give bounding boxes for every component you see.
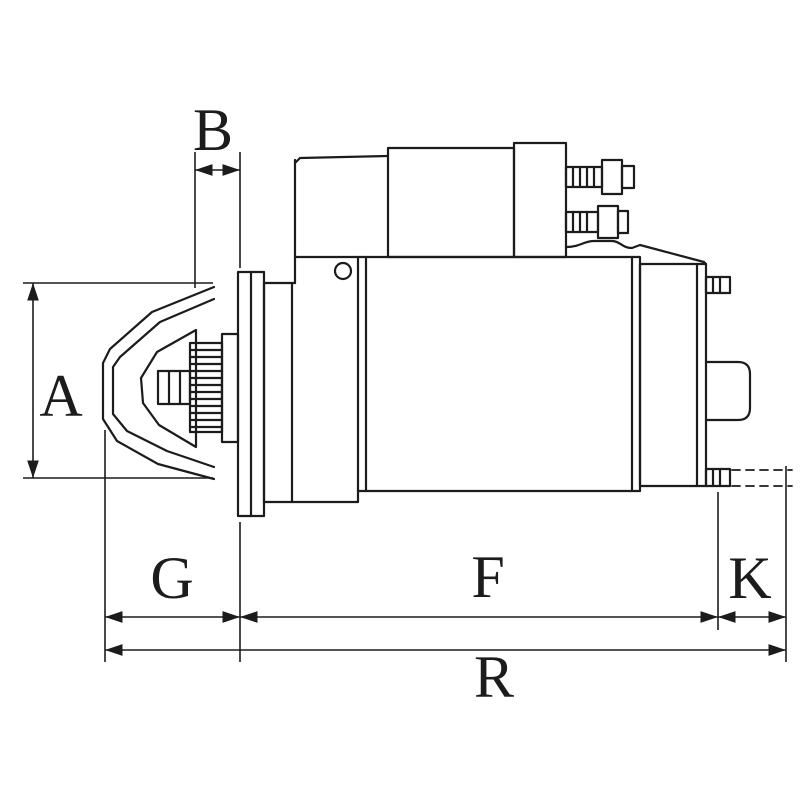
mounting-flange [236,270,294,518]
solenoid-terminals [564,158,708,266]
dim-label-b: B [193,97,233,163]
nose-outer-contour [101,285,216,481]
rear-end-cap [638,262,793,488]
front-bracket [290,158,360,504]
rear-stud-upper [704,275,732,295]
armature-shaft [156,369,192,406]
nose-window [139,328,198,449]
upper-housing-top-edge [293,154,390,165]
dim-label-r: R [474,644,514,710]
motor-drawing [101,141,793,518]
solenoid-cap [512,141,568,259]
terminal-lower-nut [596,204,620,240]
dim-label-k: K [728,545,771,611]
motor-body [293,255,642,493]
dim-label-g: G [150,545,193,611]
nose-inner-contour [111,297,216,469]
bracket-hole [333,261,353,281]
dim-label-f: F [471,544,504,610]
hidden-extension-dashes [731,469,793,487]
rear-stud-lower [704,467,732,488]
rear-stud-lower-hatch [711,467,722,488]
dim-label-a: A [39,363,82,429]
yoke-body [356,255,642,493]
rear-stud-upper-hatch [711,275,722,295]
pinion-collar [220,332,240,444]
end-cap-body [638,262,708,488]
bracket-bottom [290,489,360,504]
terminal-lower-tip [616,209,630,235]
dimension-labels: A B G F K R [39,97,771,710]
dimension-lines [23,152,787,662]
solenoid-bracket-curve [564,239,708,266]
terminal-upper-tip [620,164,636,190]
terminal-upper-shaft [564,165,604,189]
terminal-lower-shaft [564,210,600,234]
flange-step-block [262,281,294,504]
dimension-b [194,152,241,288]
terminal-lower-thread-hatch [571,210,589,234]
terminal-upper-thread-hatch [571,165,596,189]
pinion-gear [188,332,240,444]
pinion-teeth-hatch [188,348,224,429]
rear-bearing-boss [704,360,752,422]
shaft-spline-lines [167,369,182,406]
terminal-upper-nut [600,158,624,196]
solenoid-body [386,146,516,259]
drive-end-housing [101,285,216,481]
solenoid [386,141,568,259]
dimension-a [23,282,213,479]
